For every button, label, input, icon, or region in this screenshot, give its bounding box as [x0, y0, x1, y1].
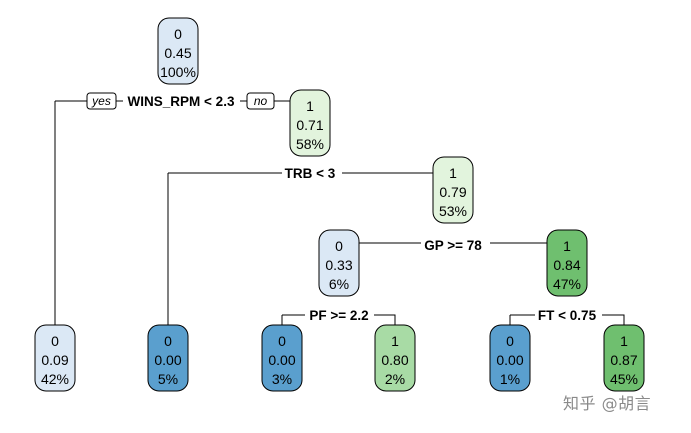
tree-node-n-leaf-2: 1 0.80 2% [374, 324, 416, 392]
node-probability: 0.45 [164, 45, 191, 61]
node-percent: 45% [610, 371, 638, 387]
node-probability: 0.09 [41, 352, 68, 368]
tree-node-n-leaf-5: 0 0.00 5% [147, 324, 189, 392]
node-class: 0 [174, 26, 182, 42]
node-percent: 6% [329, 276, 349, 292]
node-percent: 2% [385, 371, 405, 387]
split-label-gp: GP >= 78 [424, 238, 482, 253]
node-box [157, 17, 199, 85]
no-label-text: no [254, 94, 268, 108]
node-percent: 1% [500, 371, 520, 387]
node-box [34, 324, 76, 392]
node-box [289, 89, 331, 157]
yes-label-box [86, 92, 117, 110]
no-label-box [246, 92, 275, 110]
tree-node-n-leaf-3: 0 0.00 3% [261, 324, 303, 392]
node-probability: 0.33 [325, 257, 352, 273]
tree-node-n-47: 1 0.84 47% [546, 229, 588, 297]
node-class: 0 [335, 238, 343, 254]
node-percent: 100% [160, 64, 196, 80]
node-percent: 47% [553, 276, 581, 292]
tree-edge [374, 314, 396, 325]
watermark: 知乎 @胡言 [563, 394, 652, 413]
yes-label-text: yes [91, 94, 111, 108]
tree-node-n-53: 1 0.79 53% [432, 156, 474, 224]
node-probability: 0.79 [439, 184, 466, 200]
tree-node-n-6: 0 0.33 6% [318, 229, 360, 297]
node-class: 1 [306, 98, 314, 114]
tree-node-n-leaf-45: 1 0.87 45% [603, 324, 645, 392]
node-class: 1 [449, 165, 457, 181]
node-percent: 5% [158, 371, 178, 387]
tree-node-n-58: 1 0.71 58% [289, 89, 331, 157]
node-class: 1 [563, 238, 571, 254]
node-class: 0 [51, 333, 59, 349]
node-probability: 0.00 [268, 352, 295, 368]
node-box [374, 324, 416, 392]
node-box [603, 324, 645, 392]
node-percent: 3% [272, 371, 292, 387]
node-class: 0 [164, 333, 172, 349]
node-percent: 58% [296, 136, 324, 152]
node-box [261, 324, 303, 392]
node-percent: 42% [41, 371, 69, 387]
node-class: 0 [278, 333, 286, 349]
node-probability: 0.80 [381, 352, 408, 368]
tree-node-n-leaf-1: 0 0.00 1% [489, 324, 531, 392]
tree-nodes: 0 0.45 100% 0 0.09 42% 1 0.71 58% 0 0.00 5% 1 0.79 53%… [34, 17, 645, 392]
node-class: 1 [391, 333, 399, 349]
tree-node-n-yes-leaf: 0 0.09 42% [34, 324, 76, 392]
node-box [546, 229, 588, 297]
node-box [147, 324, 189, 392]
node-probability: 0.00 [154, 352, 181, 368]
node-probability: 0.84 [553, 257, 580, 273]
node-box [489, 324, 531, 392]
split-label-ft: FT < 0.75 [538, 308, 597, 323]
yes-no-labels: yes no [86, 92, 275, 110]
node-class: 1 [620, 333, 628, 349]
node-box [432, 156, 474, 224]
node-probability: 0.71 [296, 117, 323, 133]
tree-node-root: 0 0.45 100% [157, 17, 199, 85]
node-probability: 0.00 [496, 352, 523, 368]
split-label-pf: PF >= 2.2 [309, 308, 368, 323]
node-class: 0 [506, 333, 514, 349]
split-label-wins: WINS_RPM < 2.3 [128, 94, 235, 109]
node-box [318, 229, 360, 297]
node-percent: 53% [439, 203, 467, 219]
node-probability: 0.87 [610, 352, 637, 368]
tree-edge [602, 314, 625, 325]
split-label-trb: TRB < 3 [285, 166, 336, 181]
